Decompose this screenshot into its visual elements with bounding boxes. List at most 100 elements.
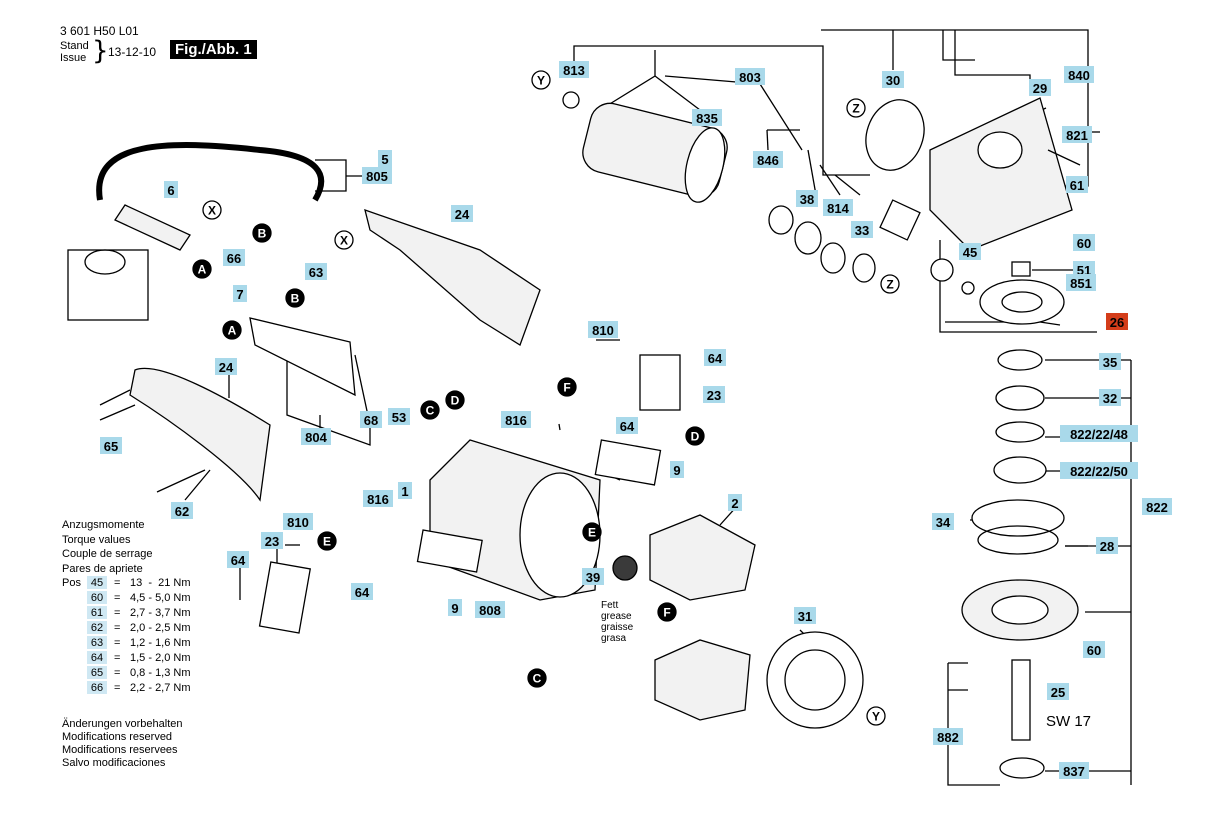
label-text: 24 [219, 360, 234, 375]
part-number-label: 814 [823, 199, 853, 216]
torque-row: 64=1,5 - 2,0 Nm [62, 651, 191, 666]
part-shape [991, 595, 1049, 625]
label-text: 9 [673, 463, 680, 478]
stand-label: Stand [60, 40, 89, 52]
part-shape [249, 317, 356, 397]
part-shape [784, 649, 846, 711]
part-number-label: 39 [582, 568, 604, 585]
part-number-label: 822/22/50 [1060, 462, 1138, 479]
part-shape [977, 525, 1059, 555]
label-box [378, 150, 392, 167]
callout-circle [192, 259, 212, 279]
callout-circle [582, 522, 602, 542]
part-shape [67, 249, 149, 321]
label-box [305, 263, 327, 280]
part-number-label: 882 [933, 728, 963, 745]
callout-letter: F [557, 377, 577, 397]
label-box [261, 532, 283, 549]
label-text: 822 [1146, 500, 1168, 515]
part-shape [929, 97, 1073, 251]
part-number-label: 7 [233, 285, 247, 302]
callout-text: F [563, 381, 570, 395]
leader-line [945, 321, 1061, 326]
leader-line [184, 469, 211, 501]
label-text: 45 [963, 245, 977, 260]
part-number-label: 804 [301, 428, 331, 445]
part-number-label: 28 [1096, 537, 1118, 554]
label-box [882, 71, 904, 88]
part-shape [1047, 149, 1081, 166]
part-shape [865, 99, 925, 171]
callout-letter: C [527, 668, 547, 688]
part-shape [84, 249, 126, 275]
label-text: 29 [1033, 81, 1047, 96]
label-box [301, 428, 331, 445]
part-number-label: 30 [882, 71, 904, 88]
label-text: 38 [800, 192, 814, 207]
callout-text: Z [886, 278, 893, 292]
part-number-label: 816 [501, 411, 531, 428]
part-number-label: 53 [388, 408, 410, 425]
label-text: 822/22/50 [1070, 464, 1128, 479]
torque-row: 60=4,5 - 5,0 Nm [62, 591, 191, 606]
label-text: 68 [364, 413, 378, 428]
label-box [703, 386, 725, 403]
label-text: 804 [305, 430, 327, 445]
part-number-label: 29 [1029, 79, 1051, 96]
label-box [1106, 313, 1128, 330]
brace-glyph: } [92, 36, 109, 66]
callout-circle [866, 706, 886, 726]
callout-circle [527, 668, 547, 688]
note-line: Modifications reservees [62, 744, 178, 756]
part-shape [977, 131, 1023, 169]
leader-line [807, 149, 817, 196]
label-box [1083, 641, 1105, 658]
torque-title-3: Couple de serrage [62, 548, 153, 560]
label-box [932, 513, 954, 530]
label-box [933, 728, 963, 745]
part-number-label: 822 [1142, 498, 1172, 515]
part-number-label: 26 [1106, 313, 1128, 330]
callout-circle [334, 230, 354, 250]
part-shape [852, 253, 876, 283]
pos-label: Pos [62, 577, 81, 589]
torque-pos-number: 62 [87, 621, 107, 634]
part-number-label: 60 [1083, 641, 1105, 658]
callout-circle [420, 400, 440, 420]
grease-note-line: grasa [601, 633, 626, 644]
part-number-label: 31 [794, 607, 816, 624]
label-text: 2 [731, 496, 738, 511]
leader-line [573, 45, 870, 176]
label-text: 810 [592, 323, 614, 338]
label-box [1099, 389, 1121, 406]
note-line: Salvo modificaciones [62, 757, 166, 769]
part-number-label: 45 [959, 243, 981, 260]
label-text: 816 [367, 492, 389, 507]
callout-circle [445, 390, 465, 410]
part-number-label: 35 [1099, 353, 1121, 370]
label-box [1096, 537, 1118, 554]
grease-note-line: Fett [601, 600, 618, 611]
callout-circle [657, 602, 677, 622]
label-text: 31 [798, 609, 812, 624]
callout-text: D [451, 394, 460, 408]
label-text: 821 [1066, 128, 1088, 143]
part-number-label: 61 [1066, 176, 1088, 193]
part-number-label: 840 [1064, 66, 1094, 83]
part-number-label: 810 [588, 321, 618, 338]
callout-text: E [323, 535, 331, 549]
part-number-label: 63 [305, 263, 327, 280]
part-number-label: 66 [223, 249, 245, 266]
torque-value: 2,7 - 3,7 Nm [130, 607, 191, 619]
part-shape [156, 469, 206, 493]
torque-row: 63=1,2 - 1,6 Nm [62, 636, 191, 651]
issue-label: Issue [60, 52, 87, 64]
label-box [223, 249, 245, 266]
label-box [1062, 126, 1092, 143]
callout-circle [557, 377, 577, 397]
part-shape [562, 91, 580, 109]
label-text: 814 [827, 201, 849, 216]
part-shape [114, 204, 191, 251]
part-number-label: 805 [362, 167, 392, 184]
